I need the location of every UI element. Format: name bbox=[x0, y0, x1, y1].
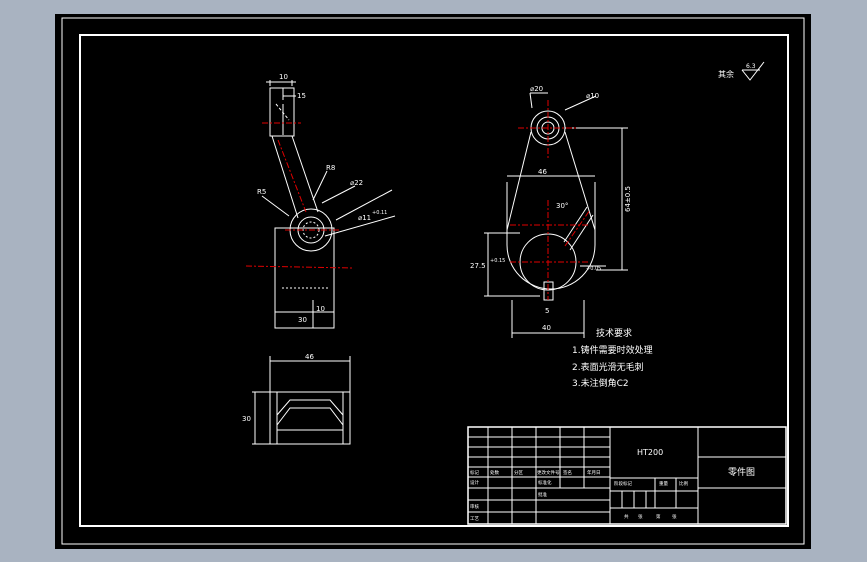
dim-5-label: 5 bbox=[545, 307, 549, 315]
svg-text:签名: 签名 bbox=[563, 469, 572, 476]
dim-10-bottom: 10 bbox=[316, 305, 325, 313]
right-view-centerlines bbox=[510, 100, 591, 300]
tech-line-3: 3.未注倒角C2 bbox=[572, 377, 629, 389]
dim-30: 30 bbox=[298, 316, 307, 324]
dia-20-label: ⌀20 bbox=[530, 85, 543, 93]
radius-r8-label: R8 bbox=[326, 164, 335, 172]
svg-text:设计: 设计 bbox=[470, 479, 479, 486]
title-block-frame bbox=[467, 426, 787, 525]
dia-22-label: ⌀22 bbox=[350, 179, 363, 187]
tech-requirements: 技术要求 1.铸件需要时效处理 2.表面光滑无毛刺 3.未注倒角C2 bbox=[572, 327, 653, 389]
roughness-label: 其余 bbox=[718, 69, 734, 79]
top-boss bbox=[269, 87, 295, 137]
dia-11-tolerance: +0.11 bbox=[372, 210, 387, 216]
arm-left-edge bbox=[271, 135, 299, 219]
svg-text:更改文件号: 更改文件号 bbox=[537, 469, 560, 476]
svg-text:工艺: 工艺 bbox=[470, 516, 479, 522]
r5-leader bbox=[261, 195, 290, 217]
svg-text:比例: 比例 bbox=[679, 480, 688, 487]
left-view-centerlines bbox=[245, 122, 353, 269]
d11-leader bbox=[324, 215, 396, 237]
left-view-labels: 10 15 R8 R5 ⌀22 ⌀11 +0.11 30 10 bbox=[257, 73, 387, 324]
dim-27-5-label: 27.5 bbox=[470, 262, 486, 270]
svg-text:阶段标记: 阶段标记 bbox=[614, 480, 632, 487]
radius-r5-label: R5 bbox=[257, 188, 266, 196]
svg-text:批准: 批准 bbox=[538, 491, 547, 498]
bottom-view bbox=[252, 356, 351, 445]
paper-sheet bbox=[55, 14, 811, 549]
angle-30-label: 30° bbox=[556, 202, 568, 210]
svg-text:审核: 审核 bbox=[470, 503, 479, 510]
dim-30-side-label: 30 bbox=[242, 415, 251, 423]
svg-text:标记: 标记 bbox=[470, 469, 479, 476]
base-arc bbox=[506, 244, 596, 290]
dim-27-5-tolerance: +0.15 bbox=[490, 258, 505, 264]
bottom-view-outline bbox=[269, 391, 351, 445]
svg-text:张: 张 bbox=[638, 513, 643, 520]
dim-46-label: 46 bbox=[538, 168, 547, 176]
dim-40-label: 40 bbox=[542, 324, 551, 332]
dia-11-label: ⌀11 bbox=[358, 214, 371, 222]
svg-text:张: 张 bbox=[672, 513, 677, 520]
tech-line-2: 2.表面光滑无毛刺 bbox=[572, 361, 644, 373]
dia10-leader bbox=[564, 95, 597, 111]
left-view bbox=[261, 80, 396, 329]
paper-background bbox=[55, 14, 811, 549]
drawing-name: 零件图 bbox=[728, 466, 755, 478]
body-left-taper bbox=[506, 131, 532, 231]
roughness-symbol: 其余 6.3 bbox=[718, 61, 765, 81]
base-block bbox=[274, 227, 335, 329]
material-label: HT200 bbox=[637, 448, 663, 457]
svg-text:分区: 分区 bbox=[514, 469, 523, 476]
d22-leader bbox=[321, 185, 356, 204]
roughness-check-icon bbox=[741, 61, 765, 81]
dim-46-bottom-label: 46 bbox=[305, 353, 314, 361]
outer-border bbox=[61, 17, 805, 545]
roughness-value: 6.3 bbox=[746, 63, 756, 70]
bottom-view-labels: 46 30 bbox=[242, 353, 314, 423]
inner-border bbox=[79, 34, 789, 527]
tech-line-1: 1.铸件需要时效处理 bbox=[572, 344, 653, 356]
svg-text:年月日: 年月日 bbox=[587, 469, 601, 476]
tech-title: 技术要求 bbox=[596, 327, 632, 339]
svg-text:第: 第 bbox=[656, 513, 661, 520]
right-view-labels: ⌀20 ⌀10 46 64±0.5 30° 27.5 +0.15 40 5 +0… bbox=[470, 85, 632, 332]
svg-text:处数: 处数 bbox=[490, 469, 499, 476]
r8-leader bbox=[312, 170, 328, 201]
title-block-text: HT200 零件图 标记 处数 分区 更改文件号 签名 年月日 设计 标准化 阶… bbox=[470, 448, 755, 522]
dia-10-label: ⌀10 bbox=[586, 92, 599, 100]
svg-text:标准化: 标准化 bbox=[538, 479, 552, 486]
dim-15: 15 bbox=[297, 92, 306, 100]
dim-64-label: 64±0.5 bbox=[624, 186, 632, 212]
dim-10: 10 bbox=[279, 73, 288, 81]
svg-text:重量: 重量 bbox=[659, 480, 668, 487]
dim-right-tolerance: +0.05 bbox=[586, 266, 601, 272]
svg-text:共: 共 bbox=[624, 513, 629, 520]
body-right-taper bbox=[564, 131, 596, 231]
title-block bbox=[467, 426, 787, 525]
